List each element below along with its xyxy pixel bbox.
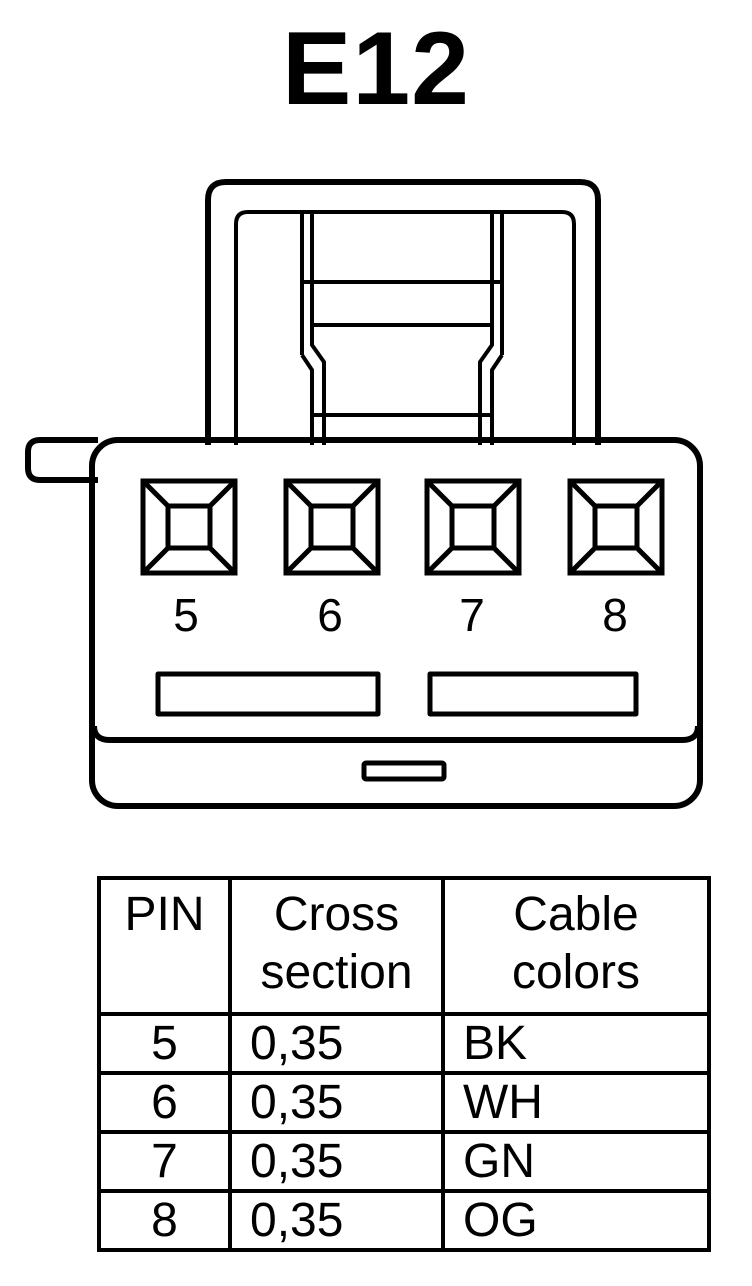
pin-cavity-8 (567, 478, 665, 576)
housing-window-left (155, 671, 381, 717)
housing-slot (361, 760, 447, 782)
table-row: 6 0,35 WH (97, 1071, 711, 1134)
cell-cross-section: 0,35 (228, 1012, 445, 1075)
connector-diagram: 5 6 7 8 (25, 179, 703, 809)
cell-cable-color: OG (441, 1189, 711, 1252)
pin-assignment-table: PIN Cross section Cable colors 5 0,35 BK… (97, 876, 711, 1252)
pin-number-6: 6 (317, 589, 343, 641)
table-row: 7 0,35 GN (97, 1130, 711, 1193)
cell-pin: 6 (97, 1071, 232, 1134)
header-cable-colors: Cable colors (441, 876, 711, 1016)
pin-cavity-7 (424, 478, 522, 576)
housing-divider (91, 725, 701, 743)
pin-number-7: 7 (459, 589, 485, 641)
table-row: 8 0,35 OG (97, 1189, 711, 1252)
table-row: 5 0,35 BK (97, 1012, 711, 1075)
cell-pin: 5 (97, 1012, 232, 1075)
header-pin: PIN (97, 876, 232, 1016)
pin-number-5: 5 (173, 589, 199, 641)
housing-window-right (427, 671, 639, 717)
latch-inner (234, 210, 576, 445)
side-tab (25, 437, 98, 483)
cell-cross-section: 0,35 (228, 1130, 445, 1193)
cell-cable-color: WH (441, 1071, 711, 1134)
header-cross-section: Cross section (228, 876, 445, 1016)
cell-cross-section: 0,35 (228, 1189, 445, 1252)
pin-cavity-5 (140, 478, 238, 576)
connector-title: E12 (281, 11, 471, 127)
latch-outer (205, 179, 601, 445)
latch-tongue (300, 323, 504, 445)
cell-pin: 8 (97, 1189, 232, 1252)
cell-cable-color: BK (441, 1012, 711, 1075)
cell-pin: 7 (97, 1130, 232, 1193)
connector-housing (89, 437, 703, 809)
pin-cavity-6 (283, 478, 381, 576)
cell-cable-color: GN (441, 1130, 711, 1193)
cell-cross-section: 0,35 (228, 1071, 445, 1134)
table-header-row: PIN Cross section Cable colors (97, 876, 711, 1016)
pin-number-8: 8 (602, 589, 628, 641)
